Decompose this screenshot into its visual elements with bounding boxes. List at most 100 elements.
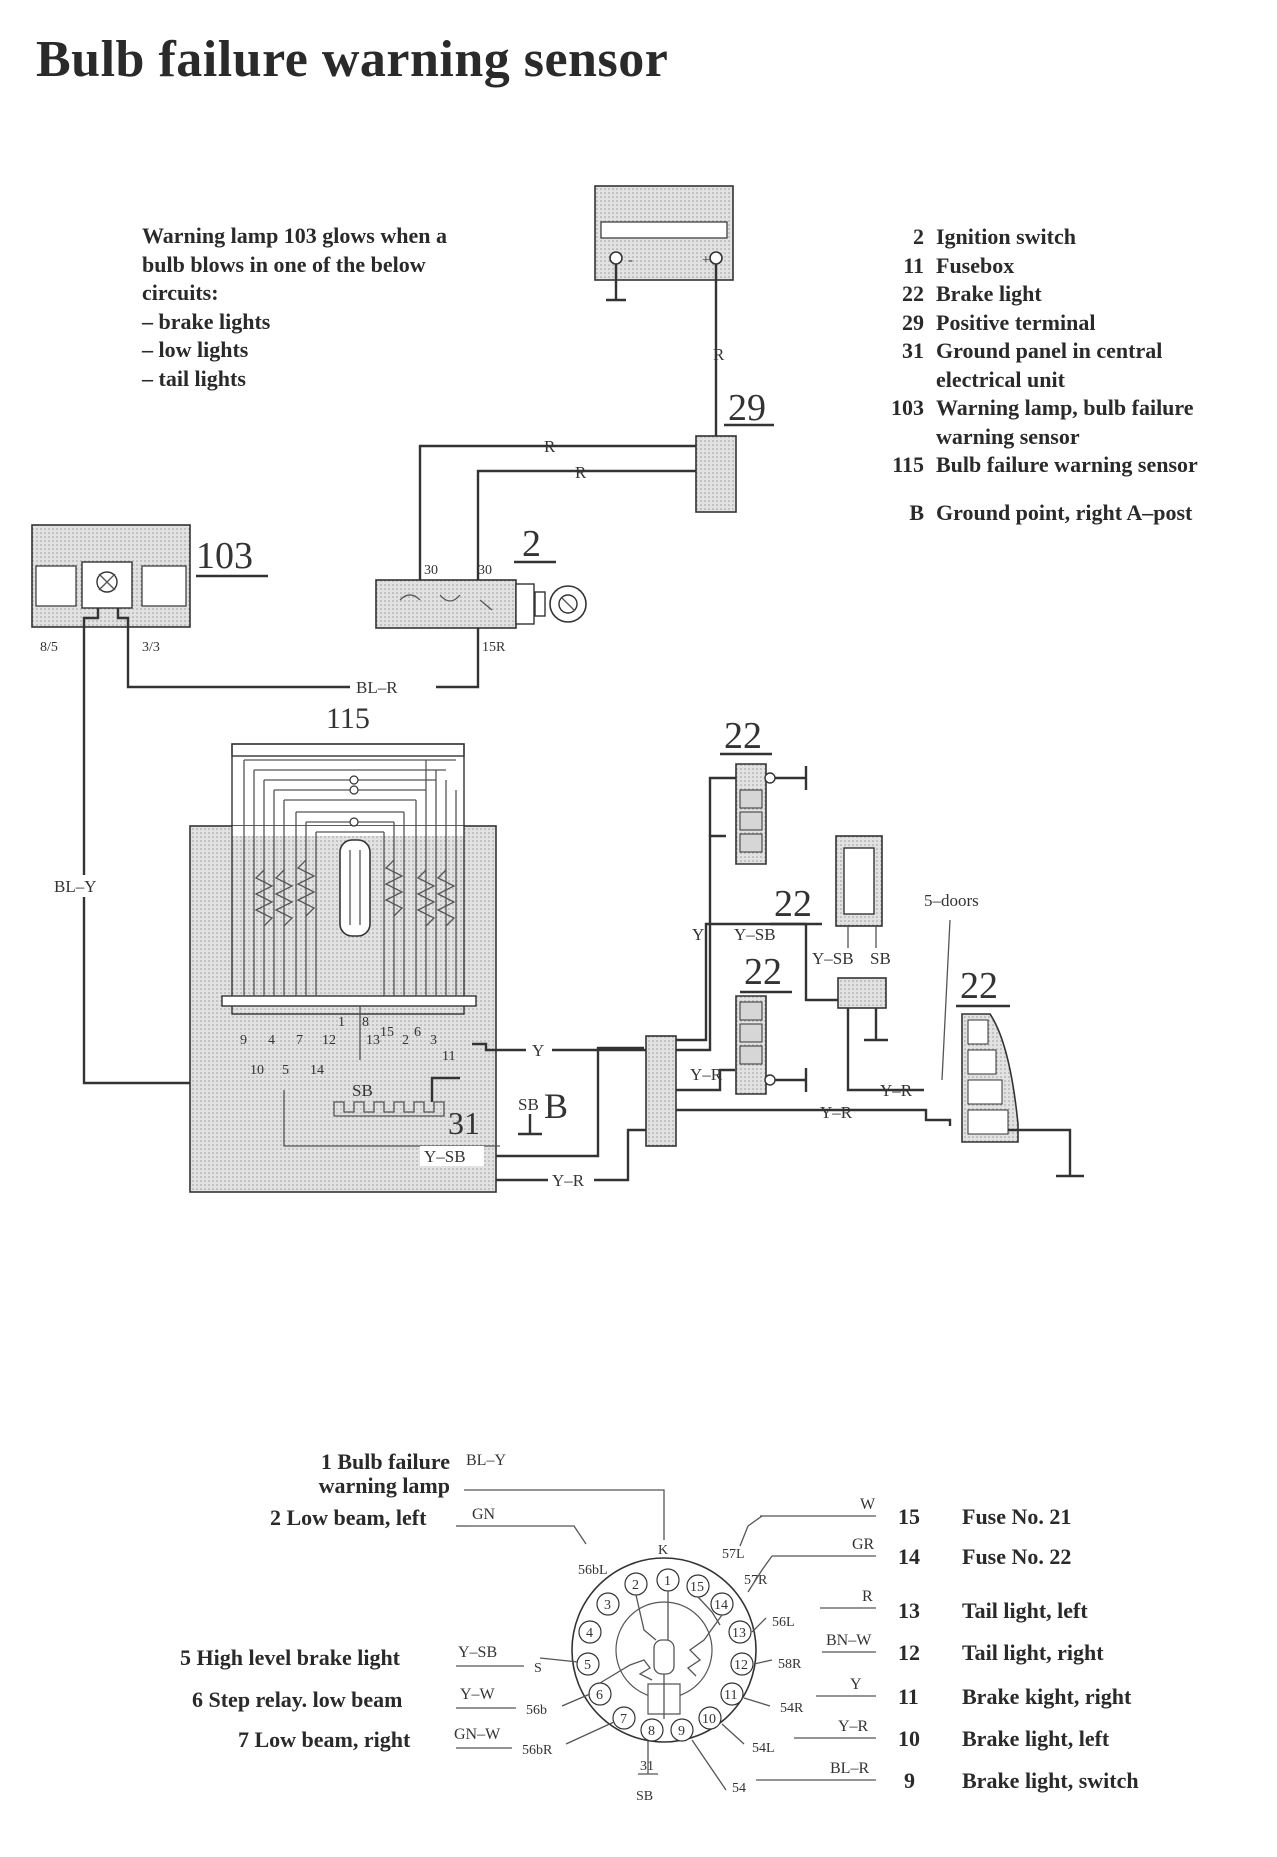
connector-pin: 4 [586,1626,593,1641]
connector-label-fuse-22: Fuse No. 22 [962,1544,1072,1569]
connector-num-12: 12 [898,1640,920,1665]
terminal-k: K [658,1543,668,1558]
wire-label-y-sb: Y–SB [424,1147,466,1166]
wire-label-y-r: Y–R [690,1065,723,1084]
legend-number: 103 [891,395,924,420]
brake-light-22-top: 22 [708,715,808,865]
note-line: – tail lights [142,365,246,391]
sensor-pin: 6 [414,1025,421,1040]
terminal-56br: 56bR [522,1743,553,1758]
wire-y: Y [850,1676,862,1693]
wire-label-r: R [713,345,725,364]
warning-note: Warning lamp 103 glows when a bulb blows… [142,222,447,393]
sensor-pin: 5 [282,1063,289,1078]
legend-row: B Ground point, right A–post [868,499,1246,528]
wire-label-y: Y [692,925,704,944]
legend-text: Fusebox [936,252,1015,278]
battery-plus: + [702,253,710,268]
warning-lamp-103: 103 8/5 3/3 [31,524,268,655]
note-line: – low lights [142,337,249,362]
component-label-22: 22 [744,951,782,993]
note-line: bulb blows in one of the below [142,251,426,277]
terminal-54r: 54R [780,1701,804,1716]
wire-label-y: Y [532,1041,544,1060]
connector-label-5: 5 High level brake light [180,1645,400,1670]
sensor-pin: 8 [362,1015,369,1030]
connector-num-11: 11 [898,1684,919,1709]
wires-r: R R [418,437,696,590]
wire-label-bl-y: BL–Y [54,877,97,896]
wire-label-r: R [544,437,556,456]
connector-pin: 6 [596,1688,603,1703]
terminal-56b: 56b [526,1703,547,1718]
connector-label-brake-left: Brake light, left [962,1726,1110,1751]
component-label-22: 22 [960,965,998,1007]
terminal-58r: 58R [778,1657,802,1672]
wire-gr: GR [852,1536,875,1553]
high-level-brake-light-22: 22 Y–SB SB Y–R [770,835,924,1100]
connector-label-text: 1 Bulb failure warning lamp [318,1449,450,1498]
positive-terminal-29: R 29 [695,264,774,513]
legend-text: Ground point, right A–post [936,499,1193,525]
terminal-30: 30 [478,563,492,578]
connector-num-13: 13 [898,1598,920,1623]
connector-pin: 5 [584,1658,591,1673]
terminal-56l: 56L [772,1615,795,1630]
connector-label-2: 2 Low beam, left [270,1505,427,1530]
connector-pin: 14 [714,1598,728,1613]
sensor-pin: 3 [430,1033,437,1048]
wire-label-y-r: Y–R [880,1081,913,1100]
sensor-pin: 12 [322,1033,336,1048]
note-line: – brake lights [142,308,271,334]
ignition-switch-2: 2 30 30 15R [375,523,587,655]
wire-gn: GN [472,1506,496,1523]
ground-sb: SB [636,1789,653,1804]
wire-r: R [862,1588,873,1605]
connector-label-fuse-21: Fuse No. 21 [962,1504,1072,1529]
terminal-54l: 54L [752,1741,775,1756]
legend-row: 103 Warning lamp, bulb failure warning se… [868,394,1246,451]
wire-label-sb: SB [518,1095,539,1114]
component-label-22: 22 [774,883,812,925]
sensor-pin: 9 [240,1033,247,1048]
legend-number: 31 [902,338,924,363]
connector-pin: 13 [732,1626,746,1641]
legend-number: B [909,499,924,525]
connector-pin: 11 [724,1688,737,1703]
page-title: Bulb failure warning sensor [36,31,669,88]
legend-number: 115 [892,452,924,477]
connector-label-brake-switch: Brake light, switch [962,1768,1139,1793]
connector-pin: 9 [678,1724,685,1739]
sensor-pin: 1 [338,1015,345,1030]
component-label-2: 2 [522,523,541,565]
connector-label-1: 1 Bulb failure warning lamp [300,1450,450,1498]
legend-number: 29 [902,309,924,335]
connector-label-6: 6 Step relay. low beam [192,1687,403,1712]
wire-label-sb: SB [870,949,891,968]
wire-label-sb: SB [352,1081,373,1100]
connector-pin: 2 [632,1578,639,1593]
component-label-29: 29 [728,387,766,429]
connector-label-tail-right: Tail light, right [962,1640,1104,1665]
connector-pin: 12 [734,1658,748,1673]
component-label-31: 31 [448,1105,480,1141]
battery: - + [594,185,734,302]
sensor-pin: 15 [380,1025,394,1040]
wire-label-y-r: Y–R [552,1171,585,1190]
connector-pin: 10 [702,1712,716,1727]
legend-text: Warning lamp, bulb failure warning senso… [936,395,1194,449]
sensor-pin: 14 [310,1063,324,1078]
battery-minus: - [628,253,633,268]
legend-row: 22 Brake light [868,280,1246,309]
brake-light-22-middle: 22 [735,951,808,1095]
component-label-b: B [544,1086,568,1126]
terminal-56bl: 56bL [578,1563,608,1578]
legend-number: 22 [902,281,924,306]
sensor-pin: 10 [250,1063,264,1078]
legend-text: Brake light [936,281,1042,306]
ground-point-b: SB B [518,1086,568,1136]
